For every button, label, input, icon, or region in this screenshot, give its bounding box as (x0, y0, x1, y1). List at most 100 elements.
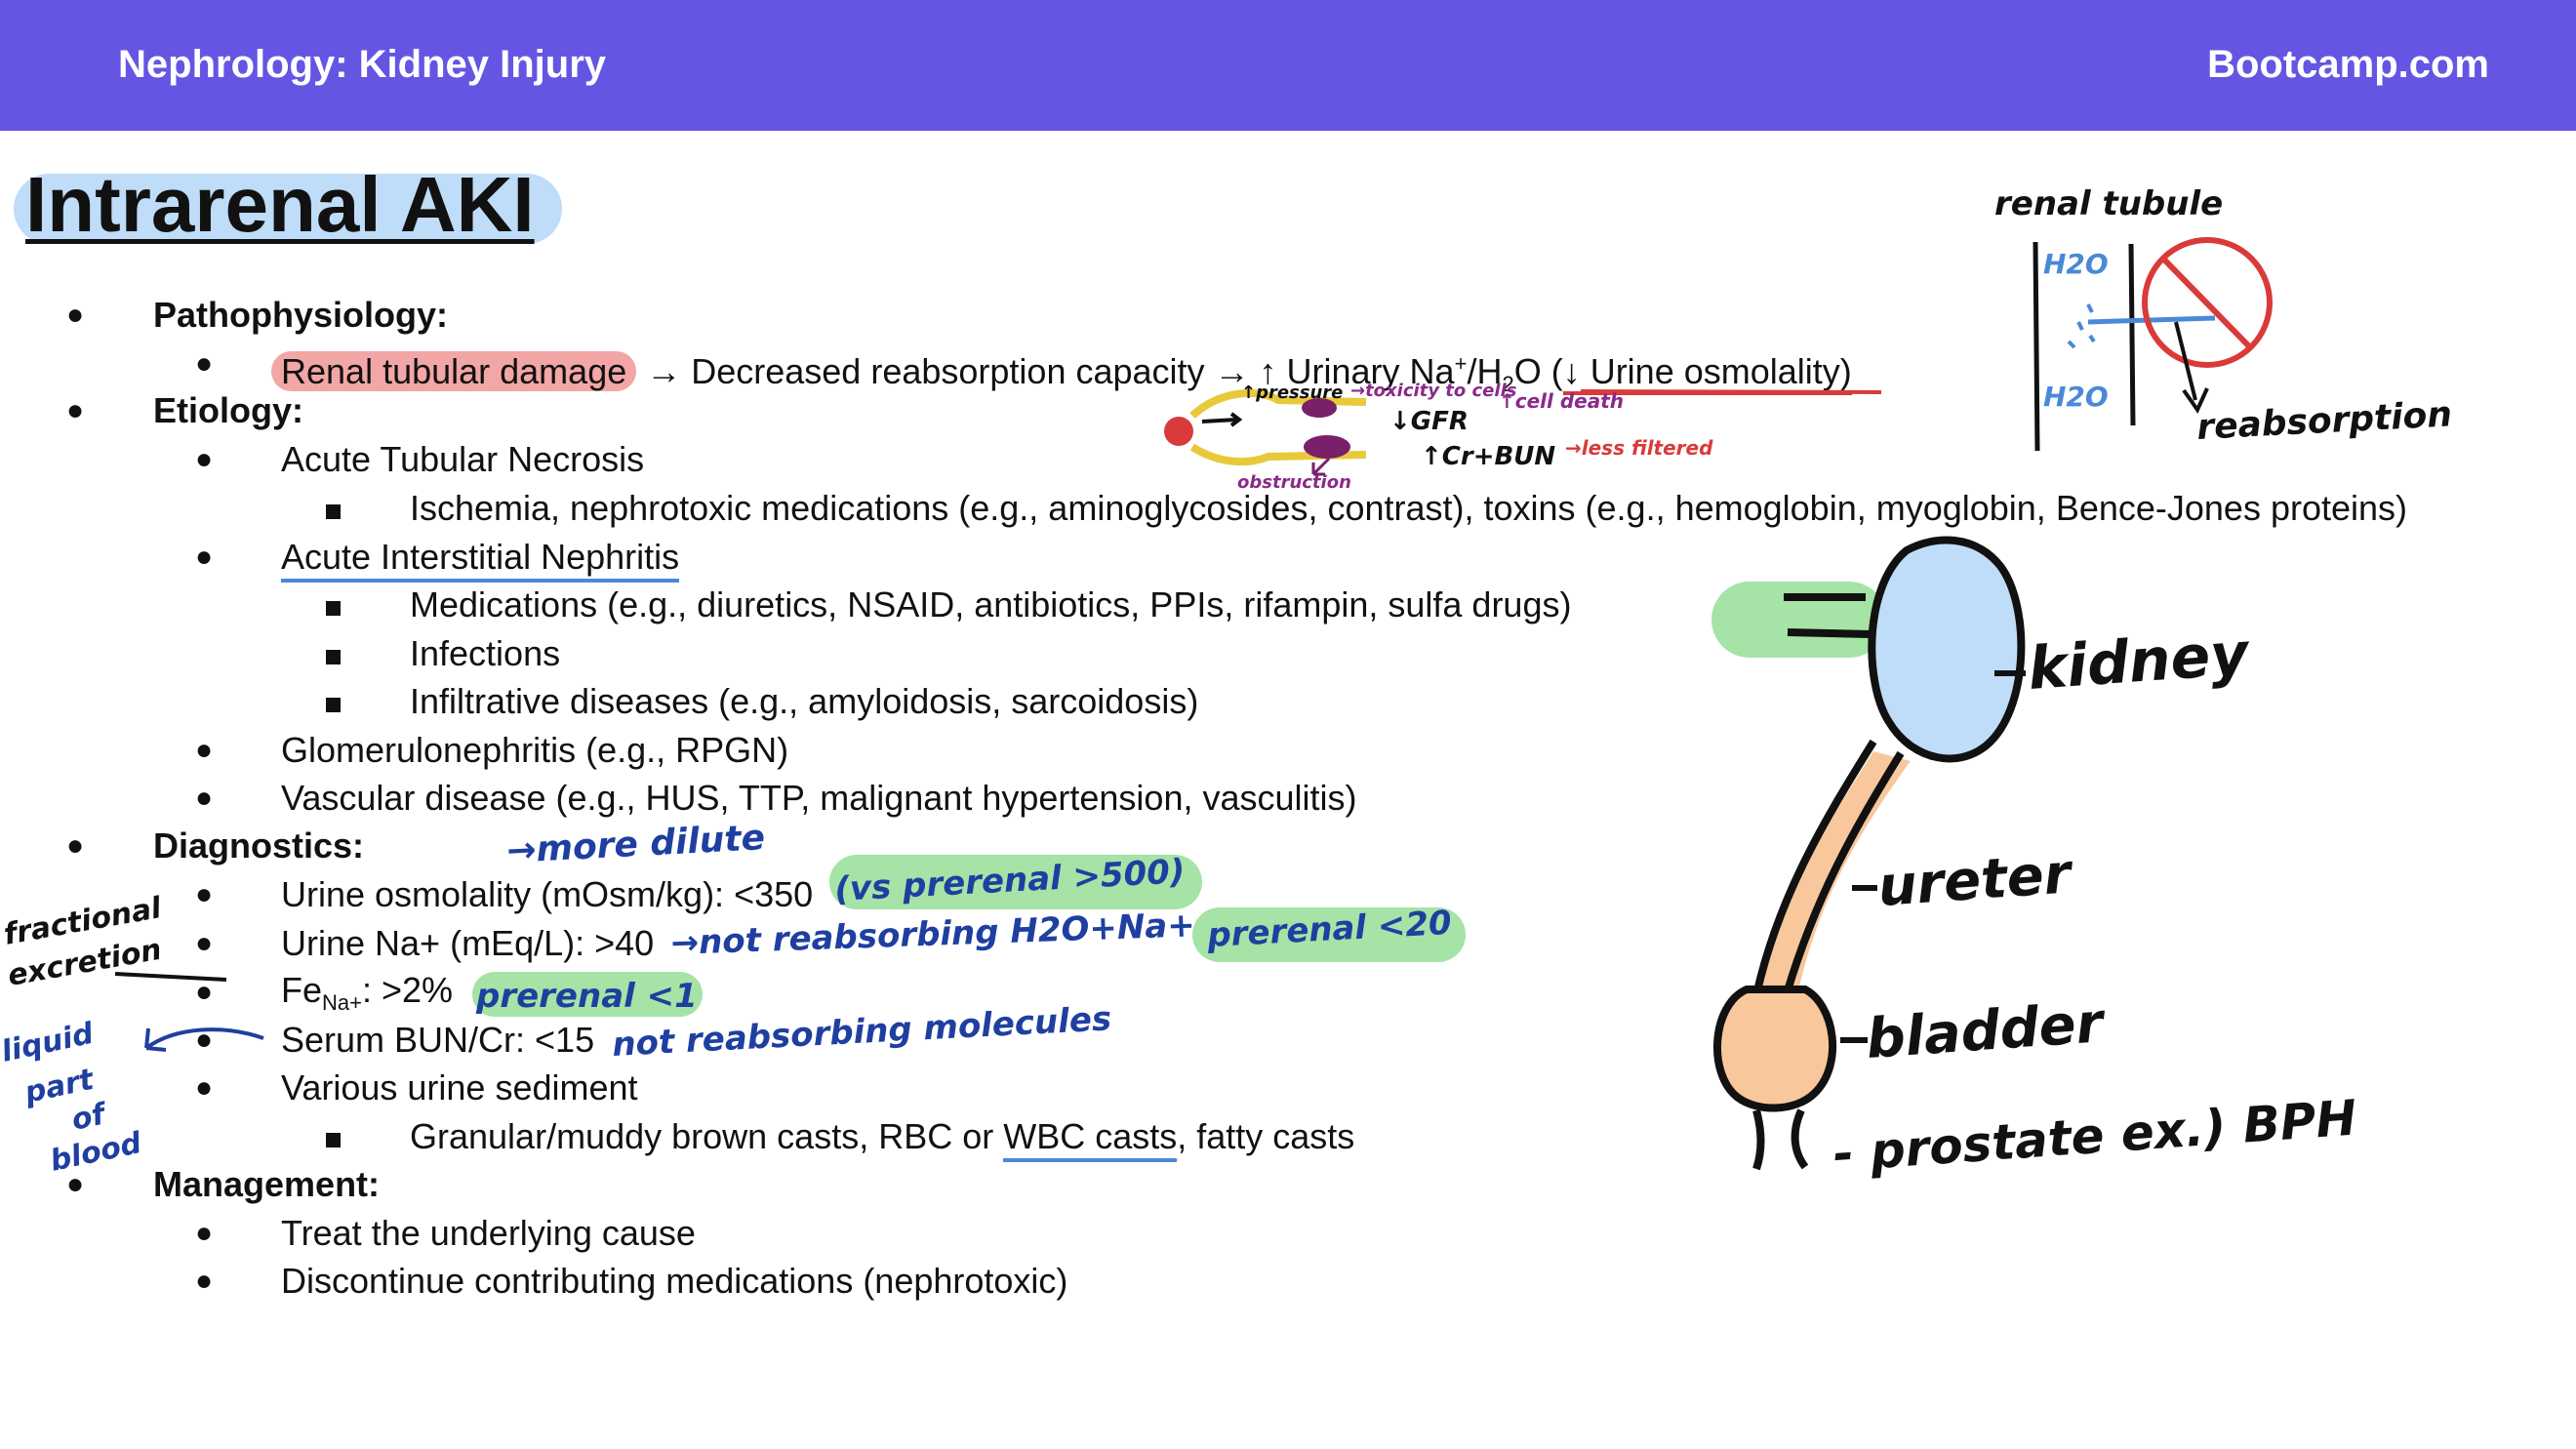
square-bullet (326, 1133, 341, 1147)
urine-osmolality-note: ↓ Urine osmolality) (1562, 351, 1852, 395)
kidney-icon (1868, 536, 2026, 763)
glomerulus-icon (1164, 417, 1193, 446)
reabsorption-arrow-icon (2174, 321, 2209, 415)
note-prerenal-1: prerenal <1 (475, 977, 698, 1016)
fena-fe: Fe (281, 970, 323, 1010)
square-bullet (326, 698, 341, 712)
note-cell-death: ↑cell death (1499, 389, 1624, 413)
patho-o: O ( (1513, 351, 1563, 391)
heading-pathophysiology: Pathophysiology: (153, 295, 449, 335)
diag-urine-osmolality: Urine osmolality (mOsm/kg): <350 (281, 874, 814, 914)
note-not-reabsorbing-h2o: →not reabsorbing H2O+Na+ (670, 906, 1195, 963)
note-prerenal-20: prerenal <20 (1205, 904, 1452, 955)
note-more-dilute: →more dilute (505, 818, 766, 871)
heading-management: Management: (153, 1164, 381, 1204)
ain-text: Acute Interstitial Nephritis (281, 537, 680, 583)
no-symbol-slash-icon (2159, 255, 2255, 352)
note-of: of (68, 1097, 111, 1138)
header-title: Nephrology: Kidney Injury (118, 43, 607, 86)
bullet: ● (195, 1071, 214, 1104)
etiology-gn: Glomerulonephritis (e.g., RPGN) (281, 730, 789, 770)
page-title: Intrarenal AKI (25, 161, 535, 248)
water-flow-icon (2087, 315, 2216, 325)
ain-infiltrative: Infiltrative diseases (e.g., amyloidosis… (410, 681, 1199, 721)
water-dots-icon (2067, 303, 2096, 349)
title-highlight (14, 174, 562, 244)
bullet: ● (66, 829, 85, 862)
bullet: ● (195, 734, 214, 766)
fe-pointer-line (114, 972, 227, 982)
note-pressure: ↑pressure (1241, 382, 1343, 403)
bullet: ● (195, 782, 214, 814)
etiology-vascular: Vascular disease (e.g., HUS, TTP, malign… (281, 778, 1357, 818)
label-kidney: kidney (2026, 620, 2253, 704)
bullet: ● (195, 347, 214, 380)
label-prostate: - prostate ex.) BPH (1831, 1090, 2358, 1183)
obstruction-arrow-icon (1311, 457, 1331, 476)
ureter-icon (1752, 739, 1905, 999)
ain-medications: Medications (e.g., diuretics, NSAID, ant… (410, 584, 1572, 624)
note-cr-bun: ↑Cr+BUN (1421, 442, 1555, 471)
diag-fena: FeNa+: >2% (281, 970, 453, 1024)
patho-sub: 2 (1502, 372, 1514, 397)
note-liquid: liquid (0, 1017, 97, 1069)
sediment-detail: Granular/muddy brown casts, RBC or WBC c… (410, 1116, 1354, 1162)
red-underline-extension (1580, 389, 1882, 394)
heading-diagnostics: Diagnostics: (153, 825, 365, 865)
tubule-bottom-icon (1189, 443, 1367, 466)
note-toxicity: →toxicity to cells (1350, 381, 1517, 401)
highlight-prerenal-20 (1192, 907, 1466, 962)
diag-sediment: Various urine sediment (281, 1067, 638, 1107)
patho-line: Renal tubular damage → Decreased reabsor… (271, 343, 1852, 405)
bullet: ● (195, 541, 214, 573)
bladder-icon (1712, 986, 1837, 1112)
debris-icon (1302, 398, 1337, 418)
no-symbol-icon (2142, 237, 2273, 368)
tubule-top-icon (1189, 388, 1367, 420)
square-bullet (326, 601, 341, 616)
note-h2o-top: H2O (2043, 248, 2109, 280)
highlight-prerenal-1 (472, 972, 703, 1017)
note-reabsorption: reabsorption (2195, 394, 2453, 448)
sediment-wbc: WBC casts (1003, 1116, 1178, 1162)
diag-bun-cr: Serum BUN/Cr: <15 (281, 1020, 595, 1060)
note-vs-prerenal: (vs prerenal >500) (833, 852, 1186, 909)
highlight-vs-prerenal (829, 855, 1202, 909)
urethra-icon (1752, 1108, 1809, 1171)
bullet: ● (66, 1168, 85, 1200)
debris-icon (1304, 435, 1350, 459)
bullet: ● (66, 299, 85, 331)
bullet: ● (195, 1265, 214, 1297)
renal-tubular-damage: Renal tubular damage (271, 351, 637, 391)
tubule-wall-icon (2033, 241, 2136, 452)
patho-text: → Decreased reabsorption capacity → ↑ Ur… (636, 351, 1455, 391)
square-bullet (326, 650, 341, 664)
note-blood: blood (47, 1126, 144, 1179)
note-obstruction: obstruction (1237, 472, 1351, 493)
header-site: Bootcamp.com (2207, 43, 2489, 86)
mgmt-discontinue: Discontinue contributing medications (ne… (281, 1261, 1068, 1301)
atn-detail: Ischemia, nephrotoxic medications (e.g.,… (410, 488, 2408, 528)
bullet: ● (66, 394, 85, 426)
bullet: ● (195, 878, 214, 910)
bullet: ● (195, 927, 214, 959)
patho-h2o: /H (1467, 351, 1503, 391)
note-less-filtered: →less filtered (1565, 436, 1713, 460)
note-dgfr: ↓GFR (1389, 407, 1469, 436)
liquid-arrow-icon (144, 1027, 264, 1052)
renal-vessel-icon (1784, 593, 1871, 638)
label-ureter: ureter (1875, 842, 2075, 919)
label-bladder: bladder (1864, 991, 2108, 1071)
bullet: ● (195, 1217, 214, 1249)
note-renal-tubule: renal tubule (1994, 184, 2223, 223)
note-h2o-bottom: H2O (2043, 381, 2109, 413)
header-bar: Nephrology: Kidney Injury Bootcamp.com (0, 0, 2576, 131)
patho-sup: + (1454, 351, 1468, 376)
fena-rest: : >2% (362, 970, 454, 1010)
bullet: ● (195, 443, 214, 475)
heading-etiology: Etiology: (153, 390, 303, 430)
pressure-arrow-icon (1201, 412, 1243, 427)
sediment-pre: Granular/muddy brown casts, RBC or (410, 1116, 1004, 1156)
